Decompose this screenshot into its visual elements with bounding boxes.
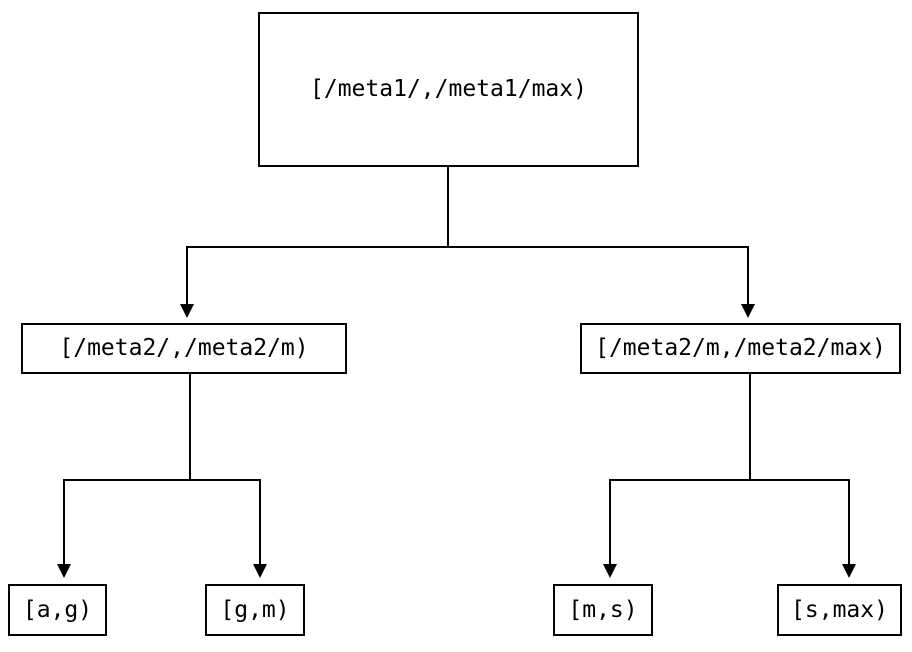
node-leaf-3[interactable]: [m,s) <box>553 584 653 636</box>
edge-mid-right-stem <box>749 374 751 481</box>
node-mid-right-label: [/meta2/m,/meta2/max) <box>595 335 886 361</box>
arrowhead-root-to-mid-right-icon <box>741 304 755 318</box>
node-leaf-4-label: [s,max) <box>791 596 888 623</box>
edge-mid-left-to-leaf-2 <box>259 479 261 564</box>
node-leaf-2-label: [g,m) <box>220 596 290 623</box>
edge-mid-right-bar <box>609 479 850 481</box>
node-leaf-1-label: [a,g) <box>22 596 93 623</box>
arrowhead-mid-left-to-leaf-1-icon <box>57 564 71 578</box>
node-leaf-2[interactable]: [g,m) <box>205 584 305 636</box>
node-root[interactable]: [/meta1/,/meta1/max) <box>258 12 639 167</box>
edge-root-to-mid-right <box>747 246 749 304</box>
arrowhead-mid-right-to-leaf-3-icon <box>603 564 617 578</box>
arrowhead-mid-left-to-leaf-2-icon <box>253 564 267 578</box>
edge-root-to-mid-left <box>186 246 188 304</box>
node-leaf-4[interactable]: [s,max) <box>777 584 902 636</box>
node-leaf-1[interactable]: [a,g) <box>8 584 107 636</box>
edge-mid-right-to-leaf-4 <box>848 479 850 564</box>
node-root-label: [/meta1/,/meta1/max) <box>310 76 587 102</box>
edge-root-stem <box>447 167 449 248</box>
arrowhead-mid-right-to-leaf-4-icon <box>842 564 856 578</box>
edge-mid-left-to-leaf-1 <box>63 479 65 564</box>
node-mid-right[interactable]: [/meta2/m,/meta2/max) <box>580 323 901 374</box>
edge-mid-left-bar <box>63 479 261 481</box>
node-leaf-3-label: [m,s) <box>568 596 638 623</box>
node-mid-left[interactable]: [/meta2/,/meta2/m) <box>21 323 347 374</box>
edge-mid-left-stem <box>189 374 191 481</box>
node-mid-left-label: [/meta2/,/meta2/m) <box>59 335 309 361</box>
arrowhead-root-to-mid-left-icon <box>180 304 194 318</box>
edge-mid-right-to-leaf-3 <box>609 479 611 564</box>
edge-root-bar <box>186 246 749 248</box>
